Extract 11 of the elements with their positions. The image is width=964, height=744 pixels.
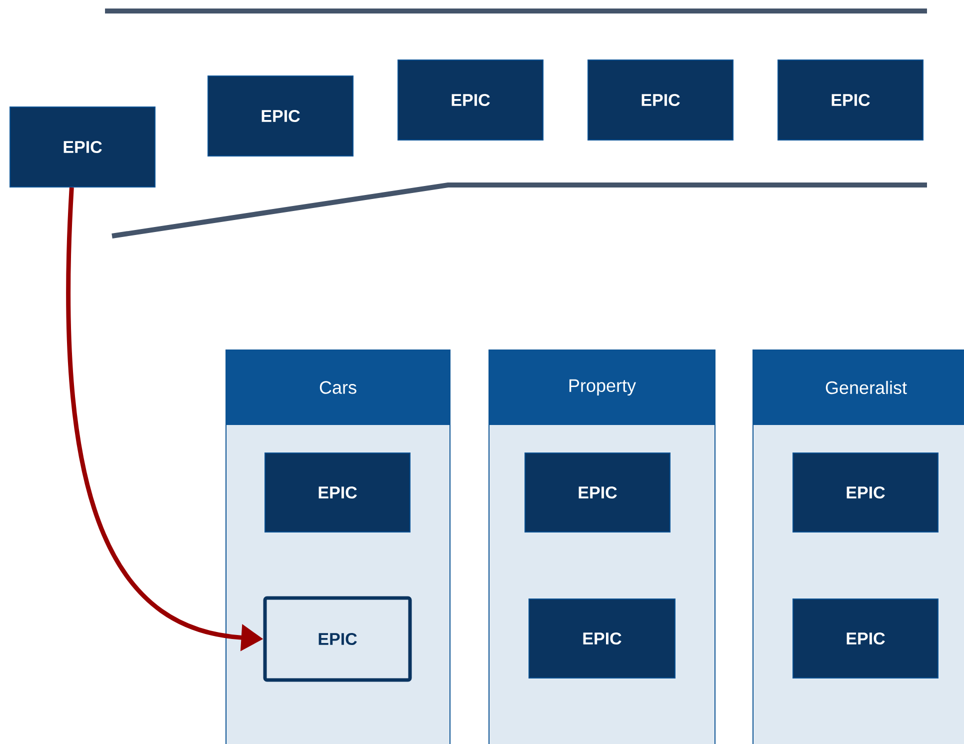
epic-box: EPIC bbox=[208, 76, 354, 156]
epic-box: EPIC bbox=[588, 60, 734, 140]
epic-box: EPIC bbox=[263, 596, 412, 682]
epic-box: EPIC bbox=[792, 598, 938, 678]
epic-box: EPIC bbox=[264, 452, 410, 532]
epic-box: EPIC bbox=[792, 452, 938, 532]
epic-box: EPIC bbox=[10, 106, 156, 188]
epic-box: EPIC bbox=[398, 60, 544, 140]
epic-box: EPIC bbox=[778, 60, 924, 140]
epic-box: EPIC bbox=[524, 452, 670, 532]
epic-box: EPIC bbox=[528, 598, 676, 678]
